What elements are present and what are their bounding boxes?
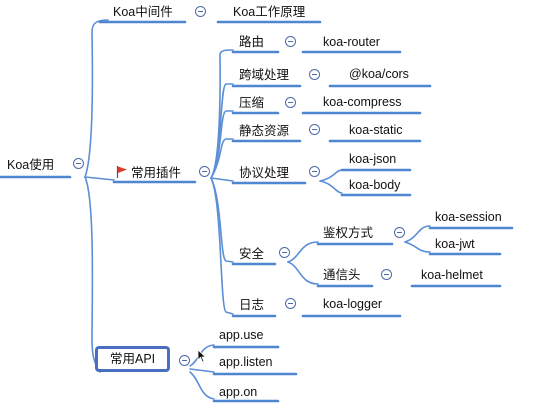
node-plugins[interactable]: 常用插件 [131, 166, 182, 180]
collapse-icon[interactable] [179, 355, 190, 366]
node-koa-helmet[interactable]: koa-helmet [421, 268, 483, 282]
collapse-icon[interactable] [381, 269, 392, 280]
node-koa-compress[interactable]: koa-compress [323, 95, 402, 109]
collapse-icon[interactable] [73, 158, 84, 169]
node-app-on[interactable]: app.on [219, 385, 258, 399]
node-koa-body[interactable]: koa-body [349, 178, 401, 192]
collapse-icon[interactable] [309, 124, 320, 135]
node-static[interactable]: 静态资源 [239, 124, 290, 138]
node-app-use[interactable]: app.use [219, 328, 264, 342]
node-compress[interactable]: 压缩 [239, 96, 265, 110]
node-routing[interactable]: 路由 [239, 35, 265, 49]
collapse-icon[interactable] [309, 166, 320, 177]
node-api-selected[interactable]: 常用API [95, 346, 171, 372]
collapse-icon[interactable] [285, 298, 296, 309]
collapse-icon[interactable] [279, 247, 290, 258]
collapse-icon[interactable] [394, 227, 405, 238]
flag-icon [116, 166, 127, 178]
node-app-listen[interactable]: app.listen [219, 355, 273, 369]
collapse-icon[interactable] [195, 6, 206, 17]
collapse-icon[interactable] [309, 69, 320, 80]
collapse-icon[interactable] [285, 97, 296, 108]
node-root[interactable]: Koa使用 [7, 158, 55, 172]
collapse-icon[interactable] [199, 166, 210, 177]
node-koa-json[interactable]: koa-json [349, 152, 397, 166]
cursor-icon [197, 349, 207, 363]
node-headers[interactable]: 通信头 [323, 268, 361, 282]
node-koa-principle[interactable]: Koa工作原理 [233, 5, 306, 19]
node-koa-logger[interactable]: koa-logger [323, 297, 383, 311]
collapse-icon[interactable] [285, 36, 296, 47]
node-koa-jwt[interactable]: koa-jwt [435, 237, 475, 251]
node-koa-static[interactable]: koa-static [349, 123, 403, 137]
node-koa-router[interactable]: koa-router [323, 35, 380, 49]
node-security[interactable]: 安全 [239, 247, 265, 261]
node-koa-cors[interactable]: @koa/cors [349, 67, 409, 81]
node-auth[interactable]: 鉴权方式 [323, 226, 374, 240]
node-logging[interactable]: 日志 [239, 298, 265, 312]
node-koa-middleware[interactable]: Koa中间件 [113, 5, 173, 19]
node-cors[interactable]: 跨域处理 [239, 68, 290, 82]
node-protocol[interactable]: 协议处理 [239, 166, 290, 180]
node-koa-session[interactable]: koa-session [435, 210, 502, 224]
